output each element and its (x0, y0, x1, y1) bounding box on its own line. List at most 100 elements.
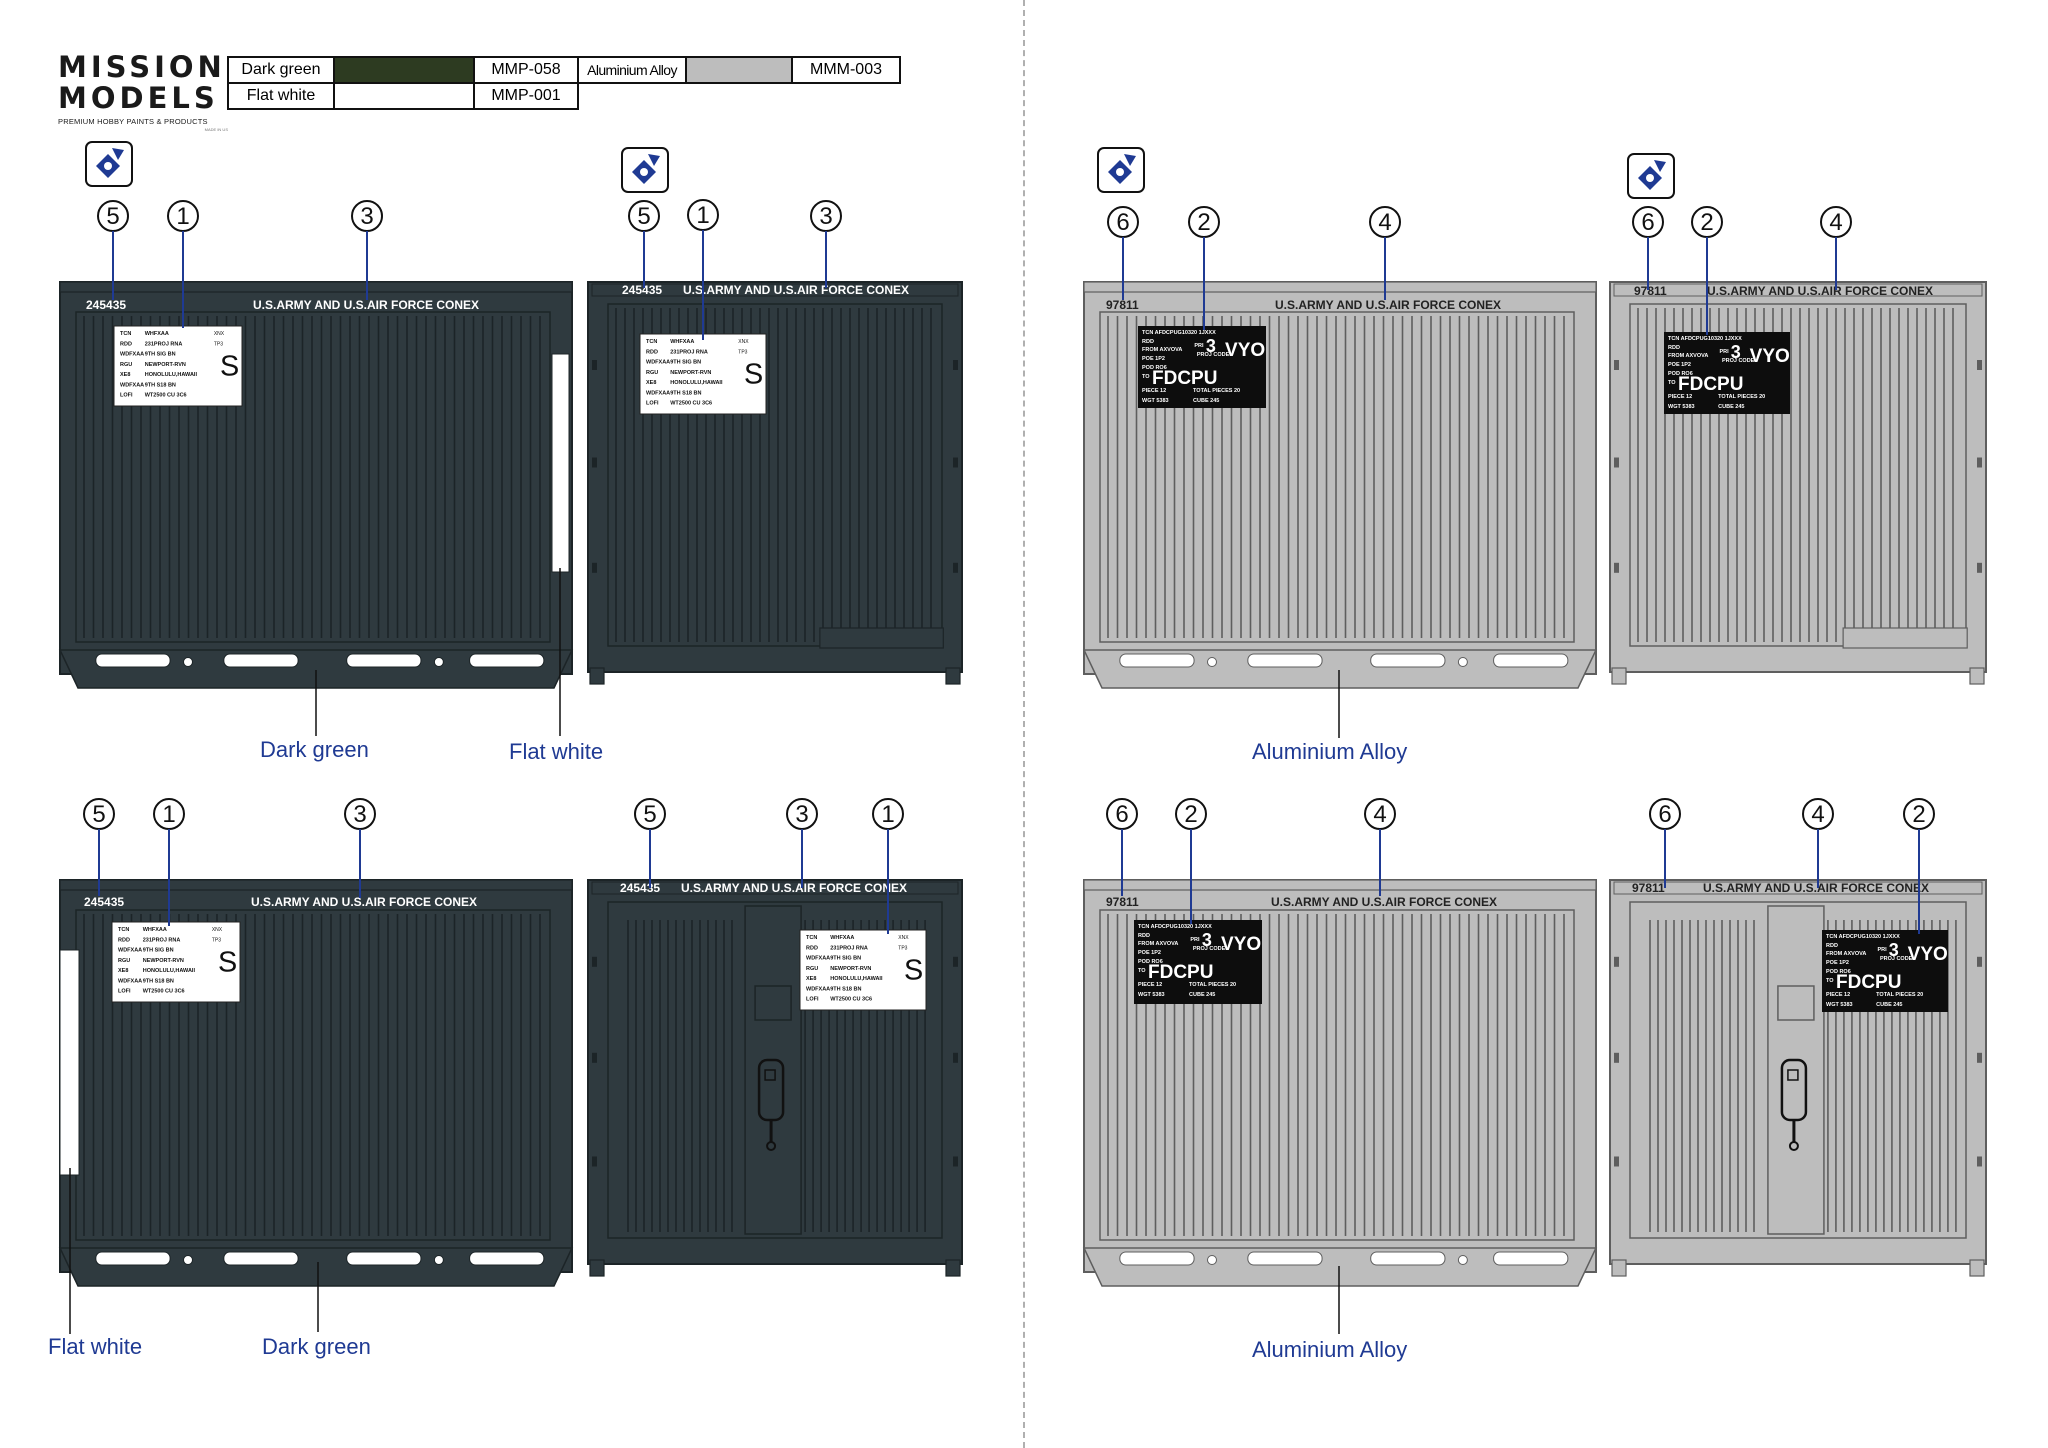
flat-white-strip (551, 353, 570, 573)
container-serial-number: 245435 (84, 895, 124, 909)
hinge-mark (953, 562, 958, 573)
placard-pri: PRI (1719, 349, 1729, 355)
callout: 5 (83, 798, 115, 896)
placard-field-label: RGU (118, 958, 130, 964)
container-title-text: U.S.ARMY AND U.S.AIR FORCE CONEX (1271, 895, 1497, 909)
placard-poe: POE 1P2 (1826, 960, 1849, 966)
callout: 6 (1107, 206, 1139, 300)
placard-field-label: TCN (118, 927, 129, 933)
hinge-mark (592, 562, 597, 573)
callout: 4 (1364, 798, 1396, 896)
container-end-top-rail (591, 881, 959, 895)
placard-rdd: RDD (1142, 339, 1154, 345)
callout: 2 (1903, 798, 1935, 934)
skid-hole (1207, 657, 1217, 667)
placard-proj: PROJ CODE (1880, 956, 1913, 962)
placard-field-label: WDFXAA (120, 352, 144, 358)
placard-field-value: 231PROJ RNA (143, 937, 181, 943)
hinge-mark (1614, 360, 1619, 370)
placard-pod: POD RO6 (1142, 365, 1167, 371)
placard-total: TOTAL PIECES 20 (1718, 394, 1765, 400)
placard-field-value: 231PROJ RNA (670, 349, 708, 355)
placard-tcn: TCN AFDCPUG10320 1JXXX (1142, 330, 1216, 336)
callout-number: 6 (1116, 209, 1129, 236)
placard-piece: PIECE 12 (1668, 394, 1692, 400)
placard-field-label: XE8 (118, 968, 128, 974)
placard-field-value: 9TH SIG BN (830, 956, 861, 962)
placard-big-letter: S (744, 359, 763, 391)
placard-code: VYO (1908, 944, 1948, 965)
placard-piece: PIECE 12 (1826, 992, 1850, 998)
container-top-rail (59, 879, 573, 891)
placard-field-value: HONOLULU,HAWAII (830, 976, 883, 982)
paint-swatch (333, 56, 475, 84)
placard-pri: PRI (1877, 947, 1887, 953)
placard-field-code: TP3 (214, 341, 223, 347)
container-top-rail (1083, 879, 1597, 891)
container-title-text: U.S.ARMY AND U.S.AIR FORCE CONEX (253, 298, 479, 312)
callout-number: 2 (1700, 209, 1713, 236)
placard-field-value: WT2500 CU 3C6 (145, 393, 187, 399)
paint-label-aluminium-alloy: Aluminium Alloy (1252, 1337, 1408, 1362)
placard-pod: POD RO6 (1138, 959, 1163, 965)
icon-flag (1654, 160, 1666, 172)
container-title-text: U.S.ARMY AND U.S.AIR FORCE CONEX (1703, 881, 1929, 895)
placard-field-value: 9TH SIG BN (145, 352, 176, 358)
paint-name: Flat white (227, 82, 335, 110)
callout: 2 (1175, 798, 1207, 924)
callout: 5 (97, 200, 129, 300)
placard-from: FROM AXVOVA (1826, 951, 1866, 957)
forklift-pocket (469, 653, 545, 668)
callout-number: 5 (643, 801, 656, 828)
container-end-top-rail (591, 283, 959, 297)
placard-rdd: RDD (1138, 933, 1150, 939)
placard-background (1664, 332, 1790, 414)
paint-label-dark-green: Dark green (262, 1334, 371, 1359)
door-window (1777, 985, 1815, 1021)
placard-big-letter: S (904, 955, 923, 987)
hinge-mark (1977, 562, 1982, 573)
placard-code: VYO (1750, 346, 1790, 367)
mission-models-diamond-icon (621, 147, 669, 193)
placard-field-value: 231PROJ RNA (145, 341, 183, 347)
placard-cube: CUBE 245 (1876, 1002, 1902, 1008)
forklift-pocket (1493, 1251, 1569, 1266)
corner-foot (589, 667, 605, 685)
placard-code: VYO (1221, 934, 1261, 955)
placard-field-label: RGU (120, 362, 132, 368)
placard-rdd: RDD (1826, 943, 1838, 949)
placard-poe: POE 1P2 (1142, 356, 1165, 362)
hinge-mark (953, 457, 958, 468)
skid-hole (183, 657, 193, 667)
callout-number: 4 (1373, 801, 1386, 828)
lower-panel (1842, 627, 1968, 649)
icon-dot (104, 162, 112, 170)
forklift-pocket (95, 653, 171, 668)
container-title-text: U.S.ARMY AND U.S.AIR FORCE CONEX (1275, 298, 1501, 312)
callout: 5 (634, 798, 666, 888)
placard-from: FROM AXVOVA (1142, 347, 1182, 353)
mission-models-diamond-icon (85, 141, 133, 187)
icon-dot (640, 168, 648, 176)
mission-models-logo: MISSION MODELS PREMIUM HOBBY PAINTS & PR… (58, 50, 228, 133)
logo-line-1: MISSION (58, 50, 226, 84)
paint-label-aluminium-alloy: Aluminium Alloy (1252, 739, 1408, 764)
placard-field-label: LOFI (646, 401, 659, 407)
placard-field-value: WHFXAA (670, 339, 694, 345)
placard-field-label: LOFI (118, 989, 131, 995)
callout: 3 (344, 798, 376, 898)
hinge-mark (592, 956, 597, 967)
forklift-pocket (1493, 653, 1569, 668)
mission-models-diamond-icon (1097, 147, 1145, 193)
icon-dot (1646, 174, 1654, 182)
hinge-mark (1977, 457, 1982, 468)
placard-field-label: RDD (118, 937, 130, 943)
placard-field-label: XE8 (646, 380, 656, 386)
corner-foot (589, 1259, 605, 1277)
